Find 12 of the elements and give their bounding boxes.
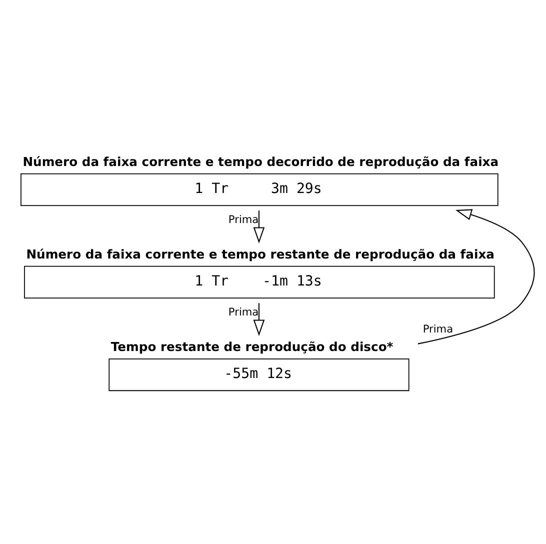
edge-label: Prima [228,306,259,318]
node-label: Tempo restante de reprodução do disco* [110,340,394,354]
node-label: Número da faixa corrente e tempo restante de reprodução da faixa [26,247,494,262]
arrow [418,208,535,344]
arrow [253,210,265,243]
node-box: -55m 12s [108,358,410,391]
node-box: 1 Tr 3m 29s [20,172,498,206]
edge-label: Prima [228,214,259,226]
edge-label: Prima [422,323,454,336]
node-box: 1 Tr -1m 13s [24,265,495,298]
arrow [253,302,265,336]
node-label: Número da faixa corrente e tempo decorrido de reprodução da faixa [22,154,499,169]
